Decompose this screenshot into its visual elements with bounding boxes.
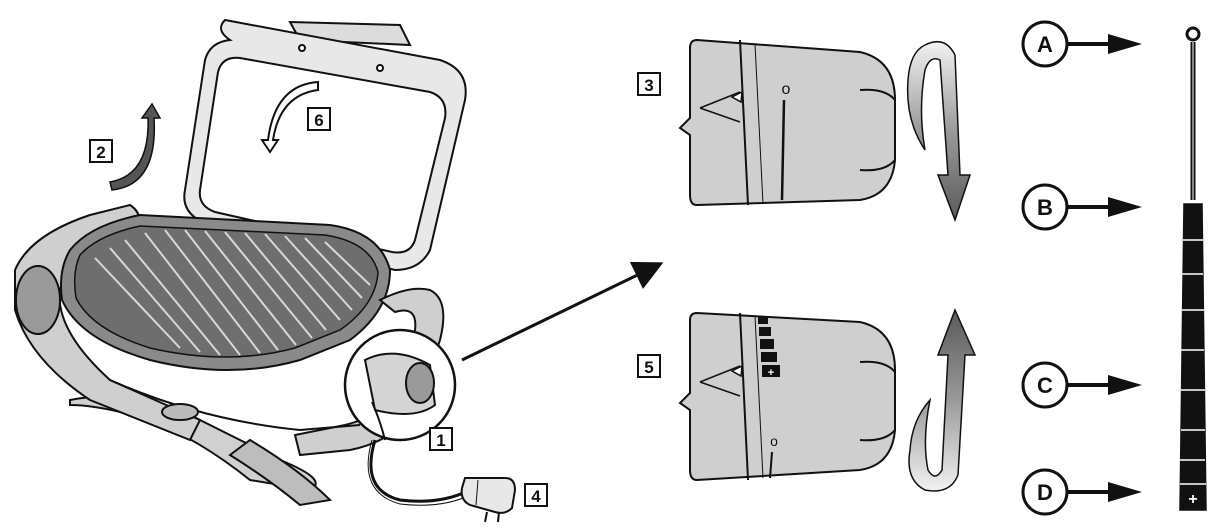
knob-detail-circle (343, 328, 457, 442)
level-label-a: A (1021, 20, 1142, 68)
svg-text:3: 3 (644, 76, 653, 95)
step-label-2: 2 (89, 139, 113, 163)
cooking-grate (73, 225, 379, 358)
step-label-1: 1 (429, 427, 453, 451)
step-label-4: 4 (524, 483, 548, 507)
off-symbol-lower: o (770, 433, 778, 449)
grill-illustration (14, 18, 517, 523)
level-label-d: D (1021, 468, 1142, 516)
level-max-symbol: + (1188, 491, 1197, 508)
svg-text:C: C (1037, 373, 1053, 398)
rotate-clockwise-arrow (906, 40, 972, 223)
max-symbol: + (768, 367, 774, 379)
grill-lid (183, 18, 467, 272)
power-plug (460, 477, 517, 523)
heat-level-scale (758, 316, 780, 377)
step-label-3: 3 (637, 72, 661, 96)
svg-text:D: D (1037, 480, 1053, 505)
step-label-6: 6 (307, 107, 331, 131)
step-label-5: 5 (637, 354, 661, 378)
svg-text:5: 5 (644, 358, 653, 377)
svg-text:1: 1 (436, 431, 445, 450)
rotate-counterclockwise-arrow (908, 308, 977, 492)
svg-text:B: B (1037, 195, 1053, 220)
level-off-marker (1185, 26, 1201, 42)
lid-open-arrow (109, 102, 162, 191)
level-label-c: C (1021, 361, 1142, 409)
power-cord (369, 439, 471, 503)
knob-panel-max: + o (678, 311, 896, 482)
svg-text:2: 2 (96, 143, 105, 162)
level-label-b: B (1021, 183, 1142, 231)
svg-text:4: 4 (531, 487, 541, 506)
svg-text:6: 6 (314, 111, 323, 130)
heat-level-bar: + (1179, 26, 1207, 511)
off-symbol: o (782, 81, 791, 98)
grate-bars (94, 229, 371, 356)
lid-close-arrow (260, 80, 319, 154)
knob-panel-off: o (678, 38, 896, 207)
detail-pointer-arrow (461, 261, 664, 362)
svg-text:A: A (1037, 32, 1053, 57)
